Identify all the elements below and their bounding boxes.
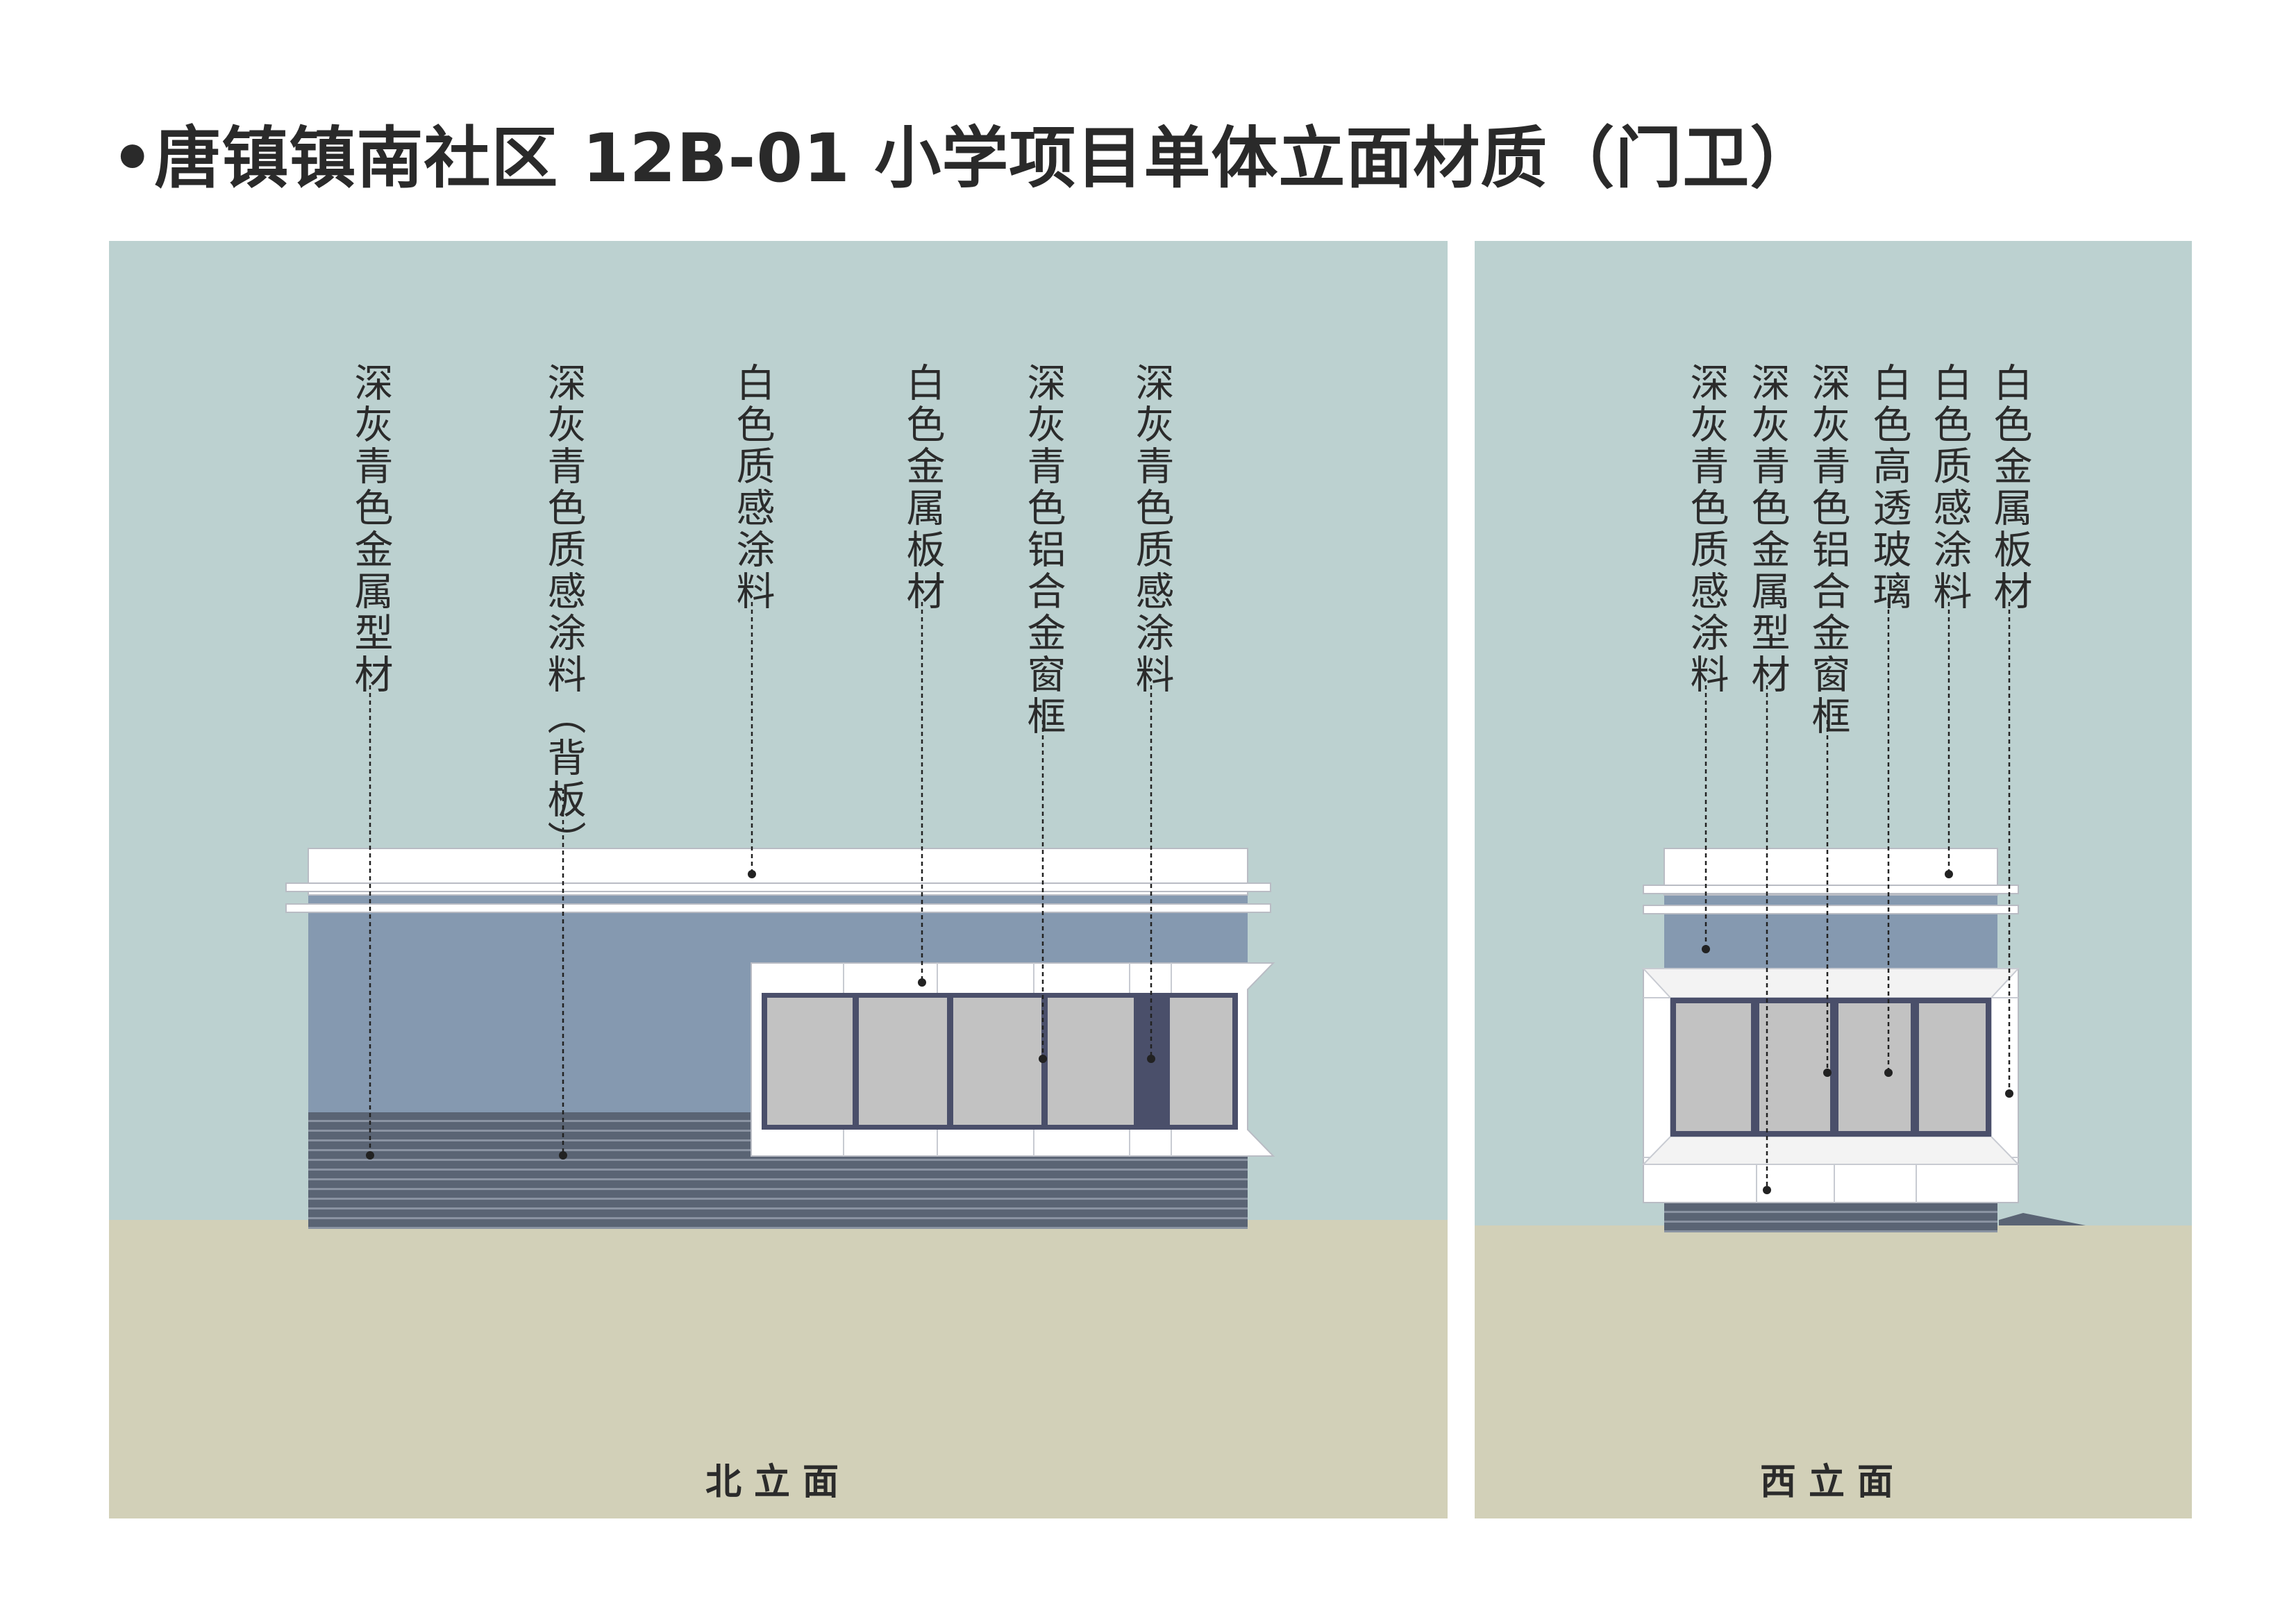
leader-lines <box>1702 602 2013 1194</box>
west-label-window-frame: 深灰青色铝合金窗框 <box>1805 362 1850 737</box>
roof-band-1 <box>1643 885 2019 894</box>
window-reveal-bottom <box>1641 1136 2020 1165</box>
west-label-clear-glass: 白色高透玻璃 <box>1866 362 1911 612</box>
west-label-white-coating: 白色质感涂料 <box>1927 362 1972 612</box>
north-label-metal-profile: 深灰青色金属型材 <box>348 362 393 696</box>
west-label-dark-coating: 深灰青色质感涂料 <box>1684 362 1729 696</box>
ground <box>109 1220 1448 1518</box>
north-elevation-panel: 深灰青色金属型材 深灰青色质感涂料（背板） 白色质感涂料 白色金属板材 深灰青色… <box>109 241 1448 1518</box>
page-title: •唐镇镇南社区 12B-01 小学项目单体立面材质（门卫） <box>111 119 1818 197</box>
roof-band-2 <box>285 903 1271 913</box>
roof-band-1 <box>285 882 1271 892</box>
north-label-dark-coating: 深灰青色质感涂料 <box>1129 362 1174 696</box>
west-elevation-caption: 西立面 <box>1759 1462 1906 1503</box>
north-elevation-drawing <box>109 241 1448 1518</box>
window-reveal <box>1641 968 2020 998</box>
glass-panes <box>1676 1003 1986 1131</box>
leader-lines <box>366 602 1155 1160</box>
north-label-white-metal-panel: 白色金属板材 <box>900 362 945 612</box>
glass-panes <box>767 998 1232 1125</box>
ramp <box>1999 1213 2086 1225</box>
ground <box>1475 1225 2192 1518</box>
west-label-white-metal-panel: 白色金属板材 <box>1987 362 2032 612</box>
north-elevation-caption: 北立面 <box>705 1462 851 1503</box>
north-label-window-frame: 深灰青色铝合金窗框 <box>1021 362 1066 737</box>
west-elevation-drawing <box>1475 241 2192 1518</box>
west-label-metal-profile: 深灰青色金属型材 <box>1745 362 1790 696</box>
west-elevation-panel: 深灰青色质感涂料 深灰青色金属型材 深灰青色铝合金窗框 白色高透玻璃 白色质感涂… <box>1475 241 2192 1518</box>
roof-band-2 <box>1643 905 2019 914</box>
north-label-white-coating: 白色质感涂料 <box>730 362 775 612</box>
north-label-dark-coating-backboard: 深灰青色质感涂料（背板） <box>541 362 586 862</box>
